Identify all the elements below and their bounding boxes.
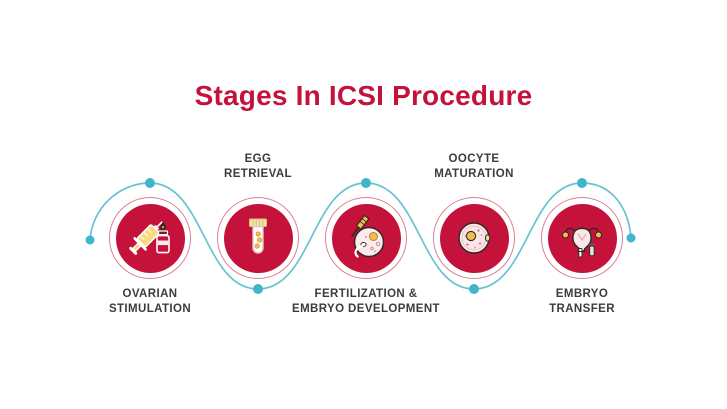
icsi-needle-injecting-egg-icon <box>351 215 385 258</box>
oocyte-cell-icon <box>458 222 491 254</box>
syringe-and-vial-icon <box>129 221 170 255</box>
stage-circle <box>115 203 185 273</box>
stage-label-oocyte-maturation: OOCYTE MATURATION <box>434 153 514 180</box>
flow-dot <box>253 284 263 294</box>
flow-endpoint-dot-right <box>626 233 636 243</box>
stage-fertilization-embryo-development <box>325 197 407 279</box>
flow-dot <box>469 284 479 294</box>
stage-embryo-transfer <box>541 197 623 279</box>
stage-circle <box>547 203 617 273</box>
stage-circle <box>331 203 401 273</box>
stage-label-egg-retrieval: EGG RETRIEVAL <box>224 153 292 180</box>
stage-circle <box>439 203 509 273</box>
stage-label-ovarian-stimulation: OVARIAN STIMULATION <box>108 288 192 315</box>
stage-circle <box>223 203 293 273</box>
flow-endpoint-dot-left <box>85 235 95 245</box>
test-tube-with-eggs-icon <box>249 218 267 254</box>
flow-dot <box>361 178 371 188</box>
stage-oocyte-maturation <box>433 197 515 279</box>
flow-dot <box>145 178 155 188</box>
stage-ovarian-stimulation <box>109 197 191 279</box>
flow-dot <box>577 178 587 188</box>
stage-label-fertilization-embryo-development: FERTILIZATION & EMBRYO DEVELOPMENT <box>292 288 440 315</box>
page-title: Stages In ICSI Procedure <box>194 80 533 111</box>
uterus-embryo-transfer-icon <box>562 227 602 258</box>
stage-egg-retrieval <box>217 197 299 279</box>
stage-label-embryo-transfer: EMBRYO TRANSFER <box>549 288 615 315</box>
